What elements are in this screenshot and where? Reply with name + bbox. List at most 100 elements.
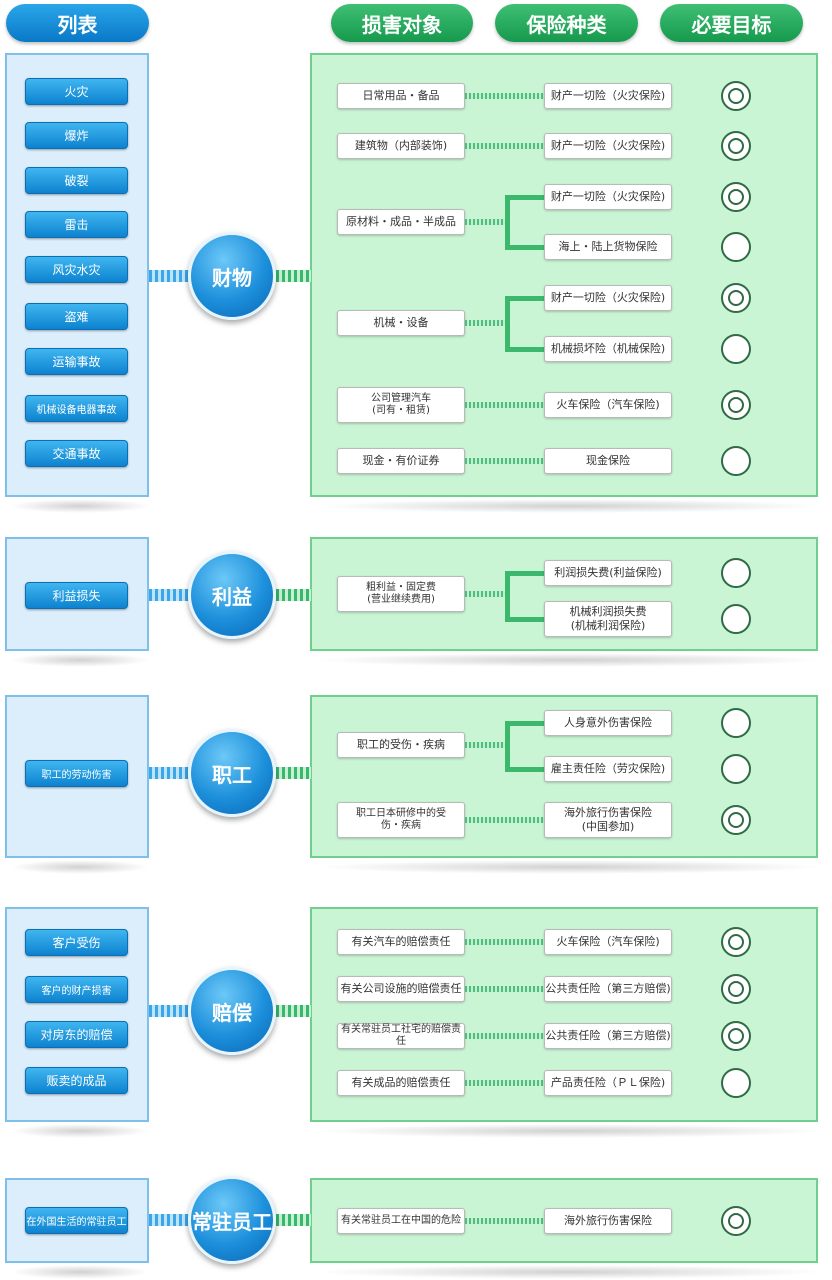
arrow-connector <box>149 270 194 282</box>
hazard-item[interactable]: 运输事故 <box>25 348 128 375</box>
insurance-type-box: 财产一切险（火灾保险) <box>544 133 672 159</box>
connector-line <box>465 591 505 597</box>
target-circle-icon <box>721 1206 751 1236</box>
damage-object-box: 职工的受伤・疾病 <box>337 732 465 758</box>
header-insurance-type: 保险种类 <box>495 4 638 42</box>
hazard-item[interactable]: 火灾 <box>25 78 128 105</box>
header-list: 列表 <box>6 4 149 42</box>
branch-line <box>505 573 510 619</box>
insurance-type-box: 现金保险 <box>544 448 672 474</box>
insurance-type-box: 机械损坏险（机械保险) <box>544 336 672 362</box>
header-required-target: 必要目标 <box>660 4 803 42</box>
hazard-item[interactable]: 在外国生活的常驻员工 <box>25 1207 128 1234</box>
branch-line <box>505 767 544 772</box>
connector-line <box>465 143 544 149</box>
hub-circle-2: 职工 <box>188 729 276 817</box>
hub-circle-1: 利益 <box>188 551 276 639</box>
branch-line <box>505 197 510 247</box>
hazard-item[interactable]: 交通事故 <box>25 440 128 467</box>
panel-shadow <box>10 499 150 513</box>
panel-shadow <box>315 860 825 874</box>
hazard-item[interactable]: 职工的劳动伤害 <box>25 760 128 787</box>
target-circle-icon <box>721 283 751 313</box>
insurance-type-box: 海上・陆上货物保险 <box>544 234 672 260</box>
target-circle-icon <box>721 1068 751 1098</box>
arrow-connector <box>276 767 311 779</box>
branch-line <box>505 617 544 622</box>
target-circle-icon <box>721 81 751 111</box>
arrow-connector <box>276 270 311 282</box>
hazard-item[interactable]: 客户受伤 <box>25 929 128 956</box>
hazard-item[interactable]: 客户的财产损害 <box>25 976 128 1003</box>
arrow-connector <box>149 1214 194 1226</box>
insurance-type-box: 火车保险（汽车保险) <box>544 392 672 418</box>
connector-line <box>465 320 505 326</box>
insurance-type-box: 财产一切险（火灾保险) <box>544 285 672 311</box>
panel-shadow <box>10 860 150 874</box>
insurance-type-box: 公共责任险（第三方赔偿) <box>544 976 672 1002</box>
insurance-type-box: 公共责任险（第三方赔偿) <box>544 1023 672 1049</box>
panel-shadow <box>315 1265 825 1279</box>
damage-object-box: 职工日本研修中的受 伤・疾病 <box>337 802 465 838</box>
arrow-connector <box>276 589 311 601</box>
insurance-type-box: 财产一切险（火灾保险) <box>544 184 672 210</box>
hazard-item[interactable]: 风灾水灾 <box>25 256 128 283</box>
hub-circle-0: 财物 <box>188 232 276 320</box>
panel-shadow <box>315 1124 825 1138</box>
target-circle-icon <box>721 1021 751 1051</box>
insurance-type-box: 海外旅行伤害保险 <box>544 1208 672 1234</box>
damage-object-box: 有关常驻员工社宅的赔偿责任 <box>337 1023 465 1049</box>
panel-shadow <box>10 1124 150 1138</box>
connector-line <box>465 402 544 408</box>
target-circle-icon <box>721 927 751 957</box>
insurance-type-box: 财产一切险（火灾保险) <box>544 83 672 109</box>
damage-object-box: 现金・有价证券 <box>337 448 465 474</box>
insurance-type-box: 产品责任险（ＰＬ保险) <box>544 1070 672 1096</box>
hazard-item[interactable]: 盗难 <box>25 303 128 330</box>
damage-object-box: 有关常驻员工在中国的危险 <box>337 1208 465 1234</box>
connector-line <box>465 458 544 464</box>
damage-object-box: 建筑物（内部装饰) <box>337 133 465 159</box>
target-circle-icon <box>721 754 751 784</box>
hazard-item[interactable]: 雷击 <box>25 211 128 238</box>
hazard-item[interactable]: 机械设备电器事故 <box>25 395 128 422</box>
damage-object-box: 日常用品・备品 <box>337 83 465 109</box>
branch-line <box>505 721 544 726</box>
insurance-type-box: 火车保险（汽车保险) <box>544 929 672 955</box>
target-circle-icon <box>721 446 751 476</box>
connector-line <box>465 1033 544 1039</box>
insurance-type-box: 海外旅行伤害保险 (中国参加) <box>544 802 672 838</box>
connector-line <box>465 742 505 748</box>
connector-line <box>465 986 544 992</box>
panel-shadow <box>10 1265 150 1279</box>
hazard-item[interactable]: 利益损失 <box>25 582 128 609</box>
hazard-item[interactable]: 对房东的赔偿 <box>25 1021 128 1048</box>
hazard-item[interactable]: 贩卖的成品 <box>25 1067 128 1094</box>
branch-line <box>505 298 510 349</box>
hub-circle-4: 常驻员工 <box>188 1176 276 1264</box>
arrow-connector <box>149 767 194 779</box>
panel-shadow <box>315 653 825 667</box>
insurance-type-box: 利润损失费(利益保险) <box>544 560 672 586</box>
arrow-connector <box>276 1005 311 1017</box>
panel-shadow <box>315 499 825 513</box>
hub-circle-3: 赔偿 <box>188 967 276 1055</box>
damage-object-box: 有关汽车的赔偿责任 <box>337 929 465 955</box>
target-circle-icon <box>721 232 751 262</box>
branch-line <box>505 245 544 250</box>
hazard-item[interactable]: 爆炸 <box>25 122 128 149</box>
insurance-type-box: 雇主责任险（劳灾保险) <box>544 756 672 782</box>
damage-insurance-panel <box>310 53 818 497</box>
branch-line <box>505 195 544 200</box>
arrow-connector <box>149 1005 194 1017</box>
damage-object-box: 原材料・成品・半成品 <box>337 209 465 235</box>
damage-object-box: 粗利益・固定费 (营业继续费用) <box>337 576 465 612</box>
damage-object-box: 有关公司设施的赔偿责任 <box>337 976 465 1002</box>
arrow-connector <box>149 589 194 601</box>
hazard-item[interactable]: 破裂 <box>25 167 128 194</box>
damage-object-box: 公司管理汽车 (司有・租赁) <box>337 387 465 423</box>
branch-line <box>505 347 544 352</box>
damage-object-box: 有关成品的赔偿责任 <box>337 1070 465 1096</box>
target-circle-icon <box>721 558 751 588</box>
target-circle-icon <box>721 334 751 364</box>
